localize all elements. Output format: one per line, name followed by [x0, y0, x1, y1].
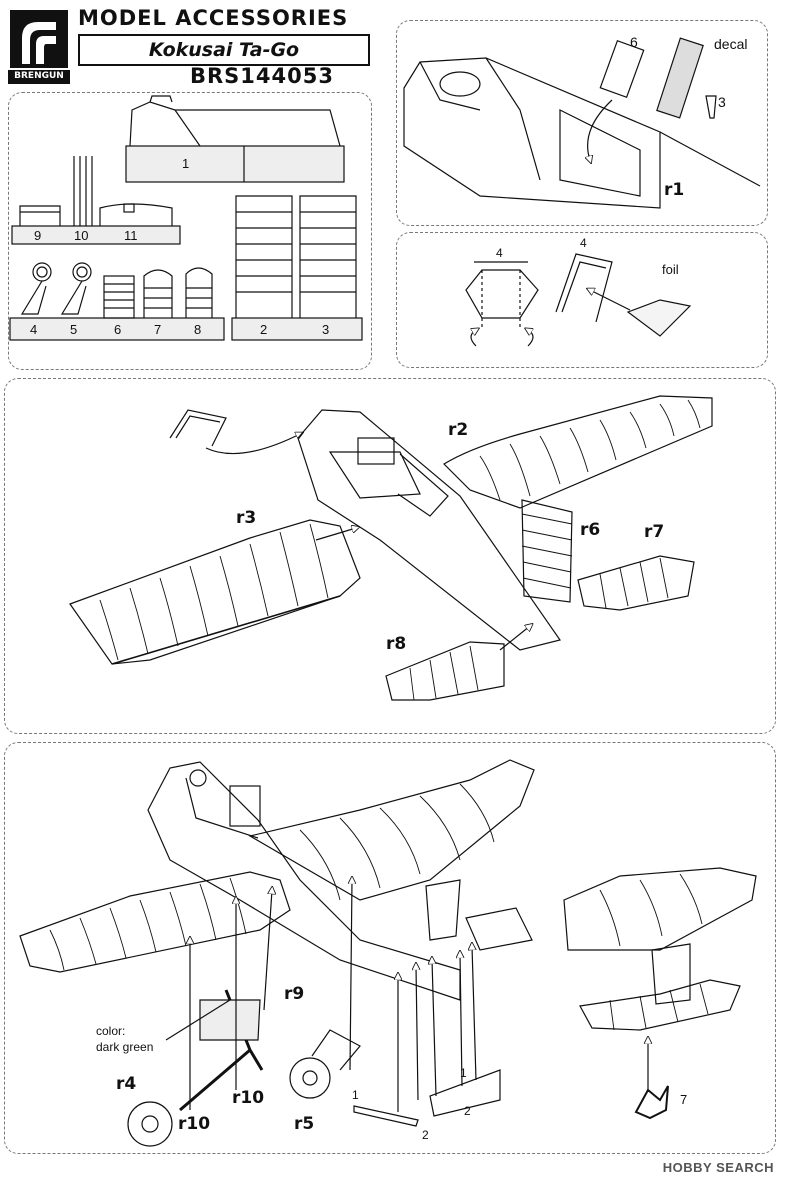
label-4-a: 4: [496, 246, 503, 260]
part-number-1: 1: [182, 156, 190, 171]
foil-drawing: [465, 253, 692, 347]
part-number-7: 7: [154, 322, 162, 337]
ref-r5: r5: [294, 1114, 315, 1134]
part-number-11: 11: [124, 228, 138, 243]
label-2-b: 2: [464, 1104, 471, 1118]
part-number-5: 5: [70, 322, 78, 337]
ref-r3: r3: [236, 508, 257, 528]
header-subtitle: Kokusai Ta-Go: [78, 34, 370, 66]
label-color-value: dark green: [96, 1040, 154, 1054]
label-3: 3: [718, 94, 726, 110]
step-r1-panel: [396, 20, 768, 226]
ref-r9: r9: [284, 984, 305, 1004]
part-1-drawing: [125, 95, 345, 183]
part-number-8: 8: [194, 322, 202, 337]
part-number-2: 2: [260, 322, 268, 337]
watermark: HOBBY SEARCH: [662, 1160, 774, 1175]
ref-r4: r4: [116, 1074, 137, 1094]
label-2-a: 2: [422, 1128, 429, 1142]
step-main-panel: [4, 378, 776, 734]
header-title: MODEL ACCESSORIES: [78, 6, 349, 30]
gear-assembly-drawing: [19, 759, 757, 1147]
label-1-a: 1: [352, 1088, 359, 1102]
ref-r7: r7: [644, 522, 665, 542]
part-number-10: 10: [74, 228, 89, 243]
step-foil-panel: [396, 232, 768, 368]
step-gear-panel: [4, 742, 776, 1154]
brengun-logo: [8, 10, 70, 84]
ref-r1: r1: [664, 180, 685, 200]
label-7: 7: [680, 1092, 688, 1107]
label-4-b: 4: [580, 236, 587, 250]
label-color: color:: [96, 1024, 126, 1038]
parts-panel: [8, 92, 372, 370]
brand-wordmark: BRENGUN: [14, 71, 64, 81]
main-assembly-drawing: [69, 395, 713, 701]
parts-2-3-drawing: [231, 195, 363, 341]
ref-r8: r8: [386, 634, 407, 654]
ref-r6: r6: [580, 520, 601, 540]
ref-r10-b: r10: [178, 1114, 211, 1134]
part-number-6: 6: [114, 322, 122, 337]
part-number-9: 9: [34, 228, 42, 243]
part-number-4: 4: [30, 322, 38, 337]
label-1-b: 1: [460, 1066, 467, 1080]
part-number-3: 3: [322, 322, 330, 337]
header-code: BRS144053: [190, 64, 334, 88]
ref-r2: r2: [448, 420, 469, 440]
parts-9-10-11-drawing: [11, 156, 181, 245]
label-6: 6: [630, 34, 638, 50]
label-foil: foil: [662, 262, 679, 277]
r1-fuselage-drawing: [403, 37, 761, 209]
ref-r10-a: r10: [232, 1088, 265, 1108]
parts-4-8-drawing: [9, 262, 225, 341]
label-decal: decal: [714, 36, 748, 52]
